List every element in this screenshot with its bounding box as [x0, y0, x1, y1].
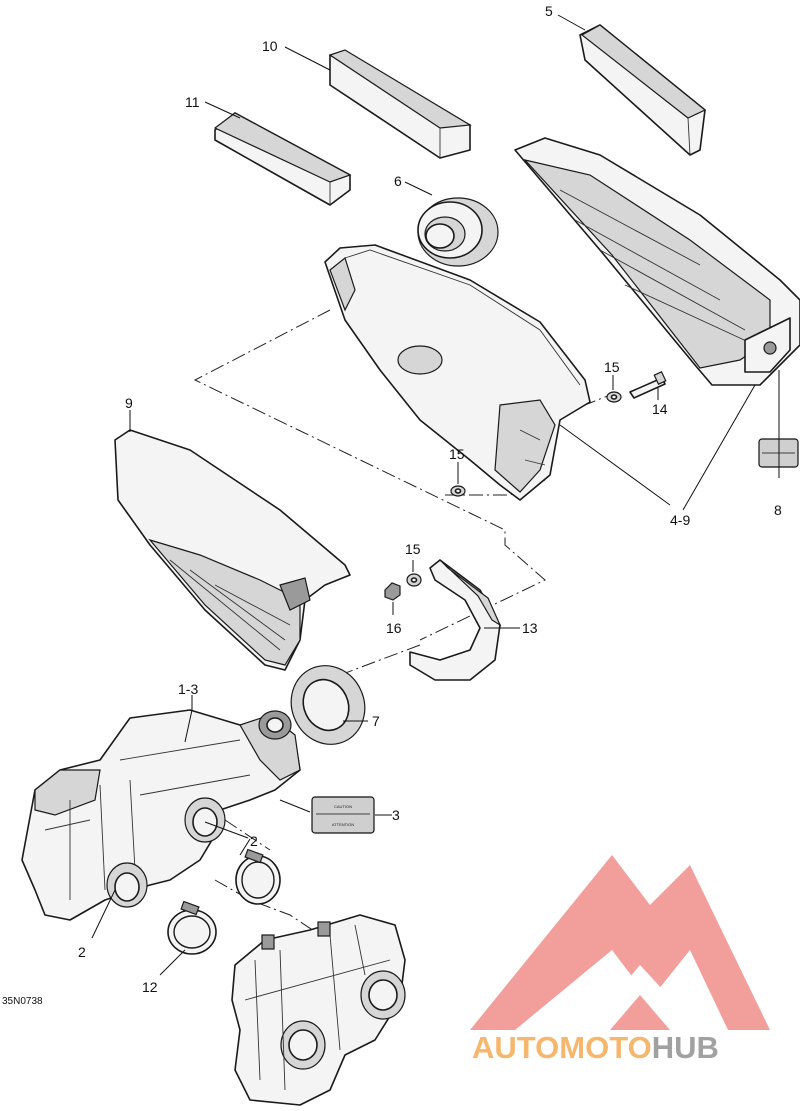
callout-10: 10 [262, 38, 278, 54]
callout-8: 8 [774, 502, 782, 518]
screw-14 [629, 377, 666, 399]
nut-16 [384, 582, 401, 601]
airbox-housing [324, 244, 591, 501]
callout-7: 7 [372, 713, 380, 729]
callout-15-b: 15 [449, 446, 465, 462]
callout-15-a: 15 [604, 359, 620, 375]
callout-2-b: 2 [78, 944, 86, 960]
hose-clamps [167, 848, 281, 955]
callout-6: 6 [394, 173, 402, 189]
callout-4-9: 4-9 [670, 512, 690, 528]
decal-3: CAUTION ATTENTION [311, 796, 375, 834]
callout-13: 13 [522, 620, 538, 636]
decal-3-caution: CAUTION [334, 804, 352, 809]
diagram-code: 35N0738 [2, 996, 43, 1007]
watermark-wordmark: AUTOMOTOHUB [472, 1030, 719, 1065]
watermark-logo [470, 855, 770, 1030]
watermark-auto: AUTOMOTOHUB [472, 1030, 719, 1065]
callout-9: 9 [125, 395, 133, 411]
callout-11: 11 [185, 94, 200, 110]
seal-ring-7 [290, 665, 366, 745]
callout-12: 12 [142, 979, 158, 995]
airbox-cover [514, 137, 800, 386]
callouts: 5 10 11 6 15 14 9 15 15 16 13 8 4-9 1-3 … [2, 3, 782, 1007]
intake-silencer [21, 709, 301, 921]
decal-3-attention: ATTENTION [332, 822, 354, 827]
callout-1-3: 1-3 [178, 681, 198, 697]
leader-lines [91, 14, 780, 976]
callout-14: 14 [652, 401, 668, 417]
foam-strip-5 [579, 24, 707, 156]
foam-strip-11 [213, 112, 352, 206]
callout-15-c: 15 [405, 541, 421, 557]
callout-5: 5 [545, 3, 553, 19]
foam-strip-10 [328, 49, 472, 159]
air-filter-9 [114, 429, 351, 671]
grommet-6 [417, 197, 499, 267]
callout-2-a: 2 [250, 833, 258, 849]
callout-3: 3 [392, 807, 400, 823]
callout-16: 16 [386, 620, 402, 636]
hardware [384, 370, 667, 601]
carburetor-assembly [231, 914, 406, 1106]
retaining-clip-13 [409, 559, 502, 681]
